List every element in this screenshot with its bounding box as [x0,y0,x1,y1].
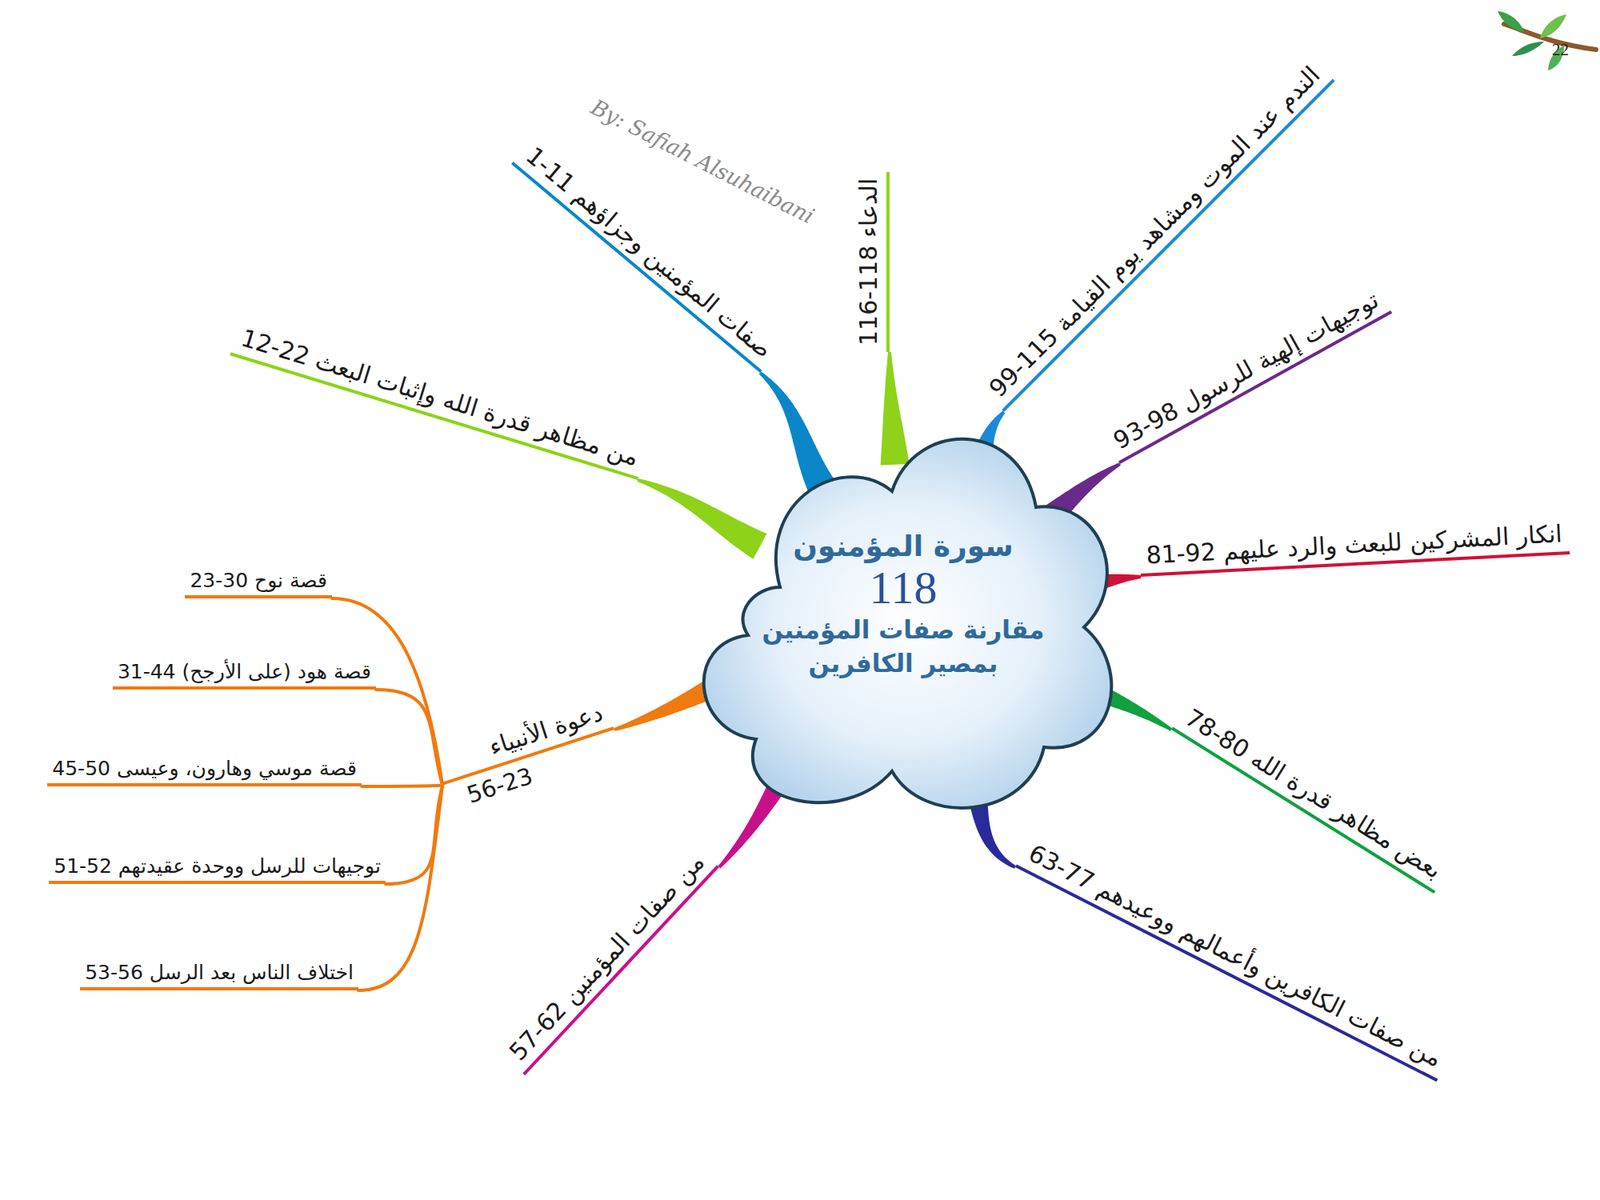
branch-text: انكار المشركين للبعث والرد عليهم 92-81 [1139,518,1570,577]
branch-band [880,352,910,466]
sub-topic: قصة هود (على الأرجح) 44-31 [112,659,376,690]
branch-text: بعض مظاهر قدرة الله 80-78 [1171,699,1453,894]
branch-topic: من صفات الكافرين وأعمالهم ووعيدهم 77-63 [1015,835,1453,1082]
sub-topic-text: قصة هود (على الأرجح) 44-31 [112,659,376,690]
sub-topic: قصة موسي وهارون، وعيسى 50-45 [47,756,362,787]
page-number: 22 [1552,40,1569,60]
author-watermark: By: Safiah Alsuhaibani [587,94,819,229]
sub-topic: توجيهات للرسل ووحدة عقيدتهم 52-51 [48,853,386,884]
leaf [1512,41,1544,56]
branch-band [759,372,834,493]
sub-branch-line [385,785,443,884]
surah-theme: مقارنة صفات المؤمنين بمصير الكافرين [751,613,1056,681]
leaf [1497,11,1524,32]
sub-topic-text: قصة نوح 30-23 [184,568,332,599]
sub-branch-line [376,689,443,786]
branch-text: من صفات المؤمنين 62-57 [498,842,719,1076]
branch-text: الدعاء 118-116 [853,172,890,352]
sub-branch-line [358,785,443,991]
sub-topic: قصة نوح 30-23 [184,568,332,599]
leaf [1540,14,1567,39]
sub-topic-text: قصة موسي وهارون، وعيسى 50-45 [47,756,362,787]
branch-topic: بعض مظاهر قدرة الله 80-78 [1171,699,1453,894]
cloud-text-box: سورة المؤمنون118مقارنة صفات المؤمنين بمص… [751,529,1056,680]
branch-text: من صفات الكافرين وأعمالهم ووعيدهم 77-63 [1015,835,1453,1082]
sub-topic: اختلاف الناس بعد الرسل 56-53 [80,960,359,991]
central-cloud: سورة المؤمنون118مقارنة صفات المؤمنين بمص… [684,403,1123,822]
sub-branch-line [361,785,443,787]
branch-text: توجيهات إلهية للرسول 98-93 [1102,281,1392,464]
branch-topic: توجيهات إلهية للرسول 98-93 [1102,281,1392,464]
sub-topic-text: اختلاف الناس بعد الرسل 56-53 [80,960,359,991]
branch-topic: من صفات المؤمنين 62-57 [498,842,719,1076]
cloud-shape [704,439,1112,808]
branch-text: من مظاهر قدرة الله وإثبات البعث 22-12 [229,320,648,480]
verse-count: 118 [869,562,938,614]
branch-topic: الدعاء 118-116 [853,172,890,352]
branch-topic: دعوة الأنبياء56-23 [431,695,624,816]
branch-band [636,478,767,560]
surah-title: سورة المؤمنون [792,529,1013,563]
branch-topic: من مظاهر قدرة الله وإثبات البعث 22-12 [229,320,648,480]
branch-topic: انكار المشركين للبعث والرد عليهم 92-81 [1139,518,1570,577]
sub-topic-text: توجيهات للرسل ووحدة عقيدتهم 52-51 [48,853,386,884]
leaf-sprig [1497,11,1596,71]
